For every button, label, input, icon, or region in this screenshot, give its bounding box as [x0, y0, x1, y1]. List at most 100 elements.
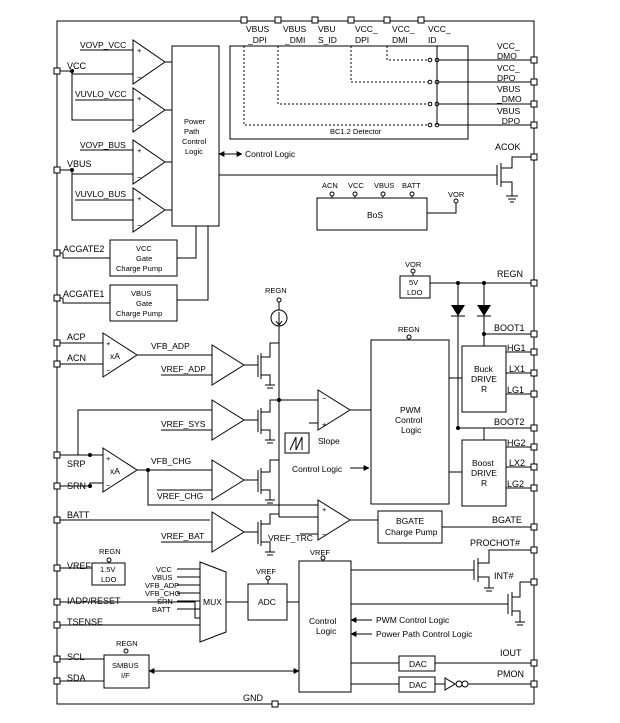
ea-adp	[211, 344, 245, 386]
svg-text:_DPI: _DPI	[247, 35, 267, 45]
svg-text:1.5V: 1.5V	[100, 565, 115, 574]
svg-text:R: R	[481, 478, 487, 488]
comparator-vuvlo-bus	[132, 187, 166, 233]
svg-text:TSENSE: TSENSE	[67, 617, 103, 627]
buck-driver	[461, 345, 507, 413]
svg-text:VOVP_VCC: VOVP_VCC	[80, 40, 126, 50]
svg-text:DRIVE: DRIVE	[471, 468, 497, 478]
svg-text:+: +	[137, 94, 142, 103]
right-pin-vcc-dpo: VCC_ DPO	[497, 63, 538, 86]
bc12-detector-box	[229, 45, 469, 140]
svg-text:PMON: PMON	[497, 669, 524, 679]
pwm-section: REGN PWM Control Logic Buck DRIVE R Boos…	[370, 325, 538, 544]
svg-text:VBUS: VBUS	[283, 24, 306, 34]
svg-text:LG1: LG1	[507, 385, 524, 395]
right-pin-lx1	[530, 369, 538, 377]
svg-text:ACP: ACP	[67, 332, 86, 342]
bc12-section: BC1.2 Detector VBUS _DPI VBUS _DMI VBU S…	[229, 16, 531, 140]
svg-text:Path: Path	[184, 127, 199, 136]
svg-text:LX1: LX1	[509, 364, 525, 374]
svg-text:ID: ID	[428, 35, 437, 45]
svg-text:Charge Pump: Charge Pump	[116, 264, 162, 273]
svg-text:ACN: ACN	[67, 353, 86, 363]
svg-text:Slope: Slope	[318, 436, 340, 446]
left-pin-vref	[53, 564, 61, 572]
svg-text:VCC_: VCC_	[355, 24, 378, 34]
regn-ldo-section: VOR 5V LDO REGN BOOT1 BOOT2	[399, 260, 538, 432]
right-pin-lg2	[530, 484, 538, 492]
svg-text:DPI: DPI	[355, 35, 369, 45]
svg-text:GND: GND	[243, 693, 264, 703]
control-logic-label-2: Control Logic	[292, 464, 343, 474]
svg-text:+: +	[137, 46, 142, 55]
svg-text:ACOK: ACOK	[495, 142, 521, 152]
svg-text:BATT: BATT	[152, 605, 171, 614]
left-pin-batt	[53, 516, 61, 524]
svg-text:S_ID: S_ID	[318, 35, 337, 45]
svg-text:−: −	[322, 530, 327, 539]
right-pin-boot2	[530, 424, 538, 432]
svg-text:VCC: VCC	[136, 244, 152, 253]
ea-chg	[211, 459, 245, 501]
svg-text:VFB_ADP: VFB_ADP	[151, 341, 190, 351]
svg-text:−: −	[106, 481, 111, 490]
svg-text:BOOT2: BOOT2	[494, 417, 525, 427]
svg-text:VBUS: VBUS	[131, 289, 151, 298]
charge-loop-section: REGN ACP ACN +− xA VFB_ADP VREF_ADP VREF…	[53, 286, 378, 556]
svg-text:+: +	[137, 194, 142, 203]
svg-text:+: +	[322, 420, 327, 429]
svg-text:I/F: I/F	[121, 671, 130, 680]
comparator-vovp-bus	[132, 139, 166, 185]
svg-text:BATT: BATT	[402, 181, 421, 190]
svg-text:VCC_: VCC_	[392, 24, 415, 34]
right-pin-lg1	[530, 390, 538, 398]
srp-srn-amp	[102, 447, 138, 493]
ea-bat	[211, 511, 245, 553]
svg-text:Control: Control	[309, 616, 337, 626]
left-pin-vbus	[53, 166, 61, 174]
svg-text:VBUS: VBUS	[497, 84, 520, 94]
left-pin-acgate2	[53, 249, 61, 257]
mux	[199, 561, 227, 643]
left-pin-acgate1	[53, 294, 61, 302]
svg-text:ACGATE2: ACGATE2	[63, 244, 104, 254]
acok-transistor	[496, 156, 531, 196]
svg-text:SRP: SRP	[67, 459, 86, 469]
bc12-detector-label: BC1.2 Detector	[330, 127, 382, 136]
svg-text:VFB_ADP: VFB_ADP	[145, 581, 179, 590]
top-pin-vbus-id: VBU S_ID	[311, 16, 337, 45]
power-path-control-box	[171, 45, 220, 227]
left-pin-scl	[53, 655, 61, 663]
right-pin-regn	[530, 279, 538, 287]
svg-text:LDO: LDO	[101, 575, 117, 584]
svg-text:DAC: DAC	[409, 659, 427, 669]
svg-text:+: +	[322, 505, 327, 514]
comparator-vuvlo-vcc	[132, 87, 166, 133]
right-pin-vbus-dpo: VBUS _DPO	[496, 106, 538, 129]
svg-text:VREF_BAT: VREF_BAT	[161, 531, 204, 541]
int-transistor	[507, 581, 531, 622]
svg-text:DRIVE: DRIVE	[471, 374, 497, 384]
right-pin-boot1	[530, 330, 538, 338]
pmon-buffer	[444, 677, 456, 691]
svg-text:VFB_CHG: VFB_CHG	[145, 589, 181, 598]
right-pin-prochot	[530, 546, 538, 554]
svg-text:VREF_ADP: VREF_ADP	[161, 364, 206, 374]
svg-text:REGN: REGN	[116, 639, 138, 648]
svg-text:BoS: BoS	[367, 210, 383, 220]
svg-text:−: −	[106, 366, 111, 375]
svg-text:PWM: PWM	[400, 405, 421, 415]
top-pin-vcc-dmi: VCC_ DMI	[383, 16, 430, 61]
svg-text:REGN: REGN	[398, 325, 420, 334]
svg-text:Logic: Logic	[316, 626, 337, 636]
svg-text:ACGATE1: ACGATE1	[63, 289, 104, 299]
svg-text:REGN: REGN	[99, 547, 121, 556]
left-pin-srn	[53, 482, 61, 490]
bc12-switches	[427, 46, 531, 128]
svg-text:REGN: REGN	[265, 286, 287, 295]
svg-text:Logic: Logic	[185, 147, 203, 156]
svg-text:VUVLO_BUS: VUVLO_BUS	[75, 189, 126, 199]
svg-text:VCC: VCC	[156, 565, 172, 574]
pwm-comparator	[317, 389, 351, 431]
